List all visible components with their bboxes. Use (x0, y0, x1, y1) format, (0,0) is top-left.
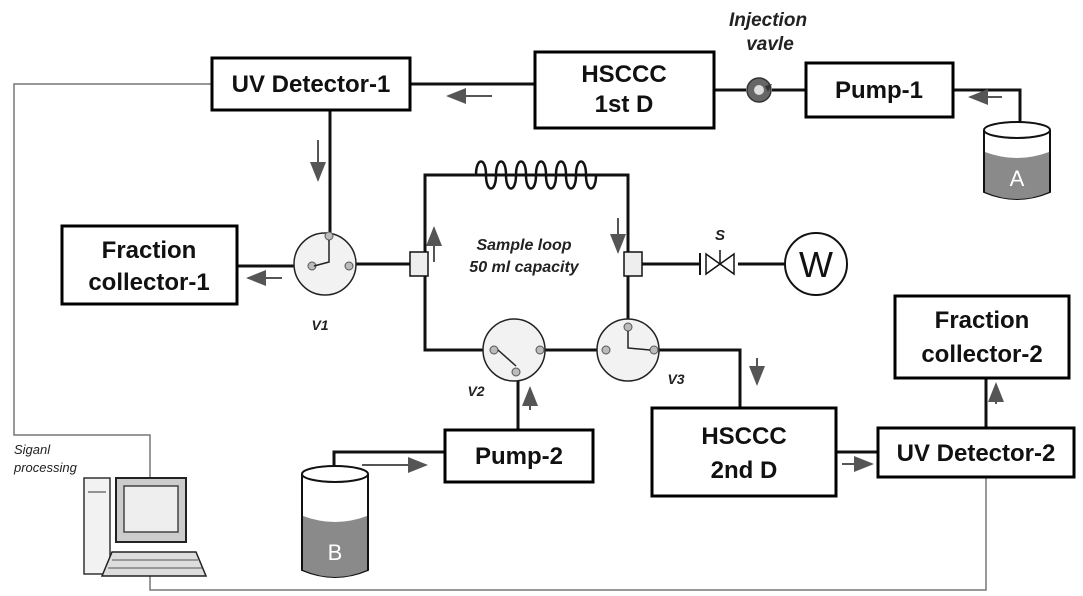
hsccc-2nd-box: HSCCC 2nd D (650, 406, 838, 498)
computer-icon (83, 477, 208, 577)
signal-processing-label-line1: Siganl (14, 442, 51, 457)
pump-1-box: Pump-1 (804, 61, 955, 119)
injection-valve-label-line2: vavle (746, 34, 794, 55)
uv-detector-2-box: UV Detector-2 (876, 426, 1076, 479)
valve-v2-label: V2 (467, 383, 484, 399)
reservoir-b-label: B (328, 540, 343, 565)
pump-2-label: Pump-2 (475, 443, 563, 470)
fraction-collector-1-label-line1: Fraction (102, 237, 197, 264)
valve-s-label: S (715, 227, 725, 244)
fraction-collector-2-box: Fraction collector-2 (893, 294, 1071, 380)
reservoir-a: A (983, 121, 1051, 200)
hsccc-2nd-label-line2: 2nd D (711, 457, 778, 484)
uv-detector-2-label: UV Detector-2 (897, 440, 1056, 467)
valve-s (699, 250, 735, 276)
signal-wire-uv1 (13, 83, 212, 478)
pipe-reservoirB-pump2 (332, 450, 445, 470)
hsccc-2nd-label-line1: HSCCC (701, 423, 786, 450)
injection-valve (746, 77, 772, 103)
hsccc-1st-label-line2: 1st D (595, 91, 654, 118)
valve-v1-label: V1 (311, 317, 328, 333)
fraction-collector-1-box: Fraction collector-1 (60, 224, 239, 306)
waste-label: W (799, 244, 833, 285)
hsccc-1st-box: HSCCC 1st D (533, 50, 716, 130)
tee-right (623, 251, 643, 277)
pump-1-label: Pump-1 (835, 77, 923, 104)
sample-loop-label-line2: 50 ml capacity (469, 259, 580, 276)
signal-processing-label-line2: processing (13, 460, 78, 475)
valve-v3 (596, 318, 660, 382)
signal-wire-uv2 (149, 477, 987, 591)
pipe-left-to-v2 (423, 264, 486, 352)
fraction-collector-1-label-line2: collector-1 (88, 269, 209, 296)
reservoir-b: B (301, 465, 369, 578)
sample-loop-coil (474, 160, 598, 190)
valve-v2 (482, 318, 546, 382)
injection-valve-label-line1: Injection (729, 10, 807, 31)
fraction-collector-2-label-line2: collector-2 (921, 341, 1042, 368)
fraction-collector-2-label-line1: Fraction (935, 307, 1030, 334)
sample-loop-label-line1: Sample loop (476, 237, 571, 254)
valve-v1 (293, 231, 357, 296)
tee-left (409, 251, 429, 277)
pipe-v3-hsccc2 (656, 348, 742, 408)
pump-2-box: Pump-2 (443, 428, 595, 484)
hsccc-1st-label-line1: HSCCC (581, 61, 666, 88)
uv-detector-1-box: UV Detector-1 (210, 56, 412, 112)
waste-container: W (784, 232, 848, 296)
uv-detector-1-label: UV Detector-1 (232, 71, 391, 98)
valve-v3-label: V3 (667, 371, 684, 387)
reservoir-a-label: A (1010, 166, 1025, 191)
